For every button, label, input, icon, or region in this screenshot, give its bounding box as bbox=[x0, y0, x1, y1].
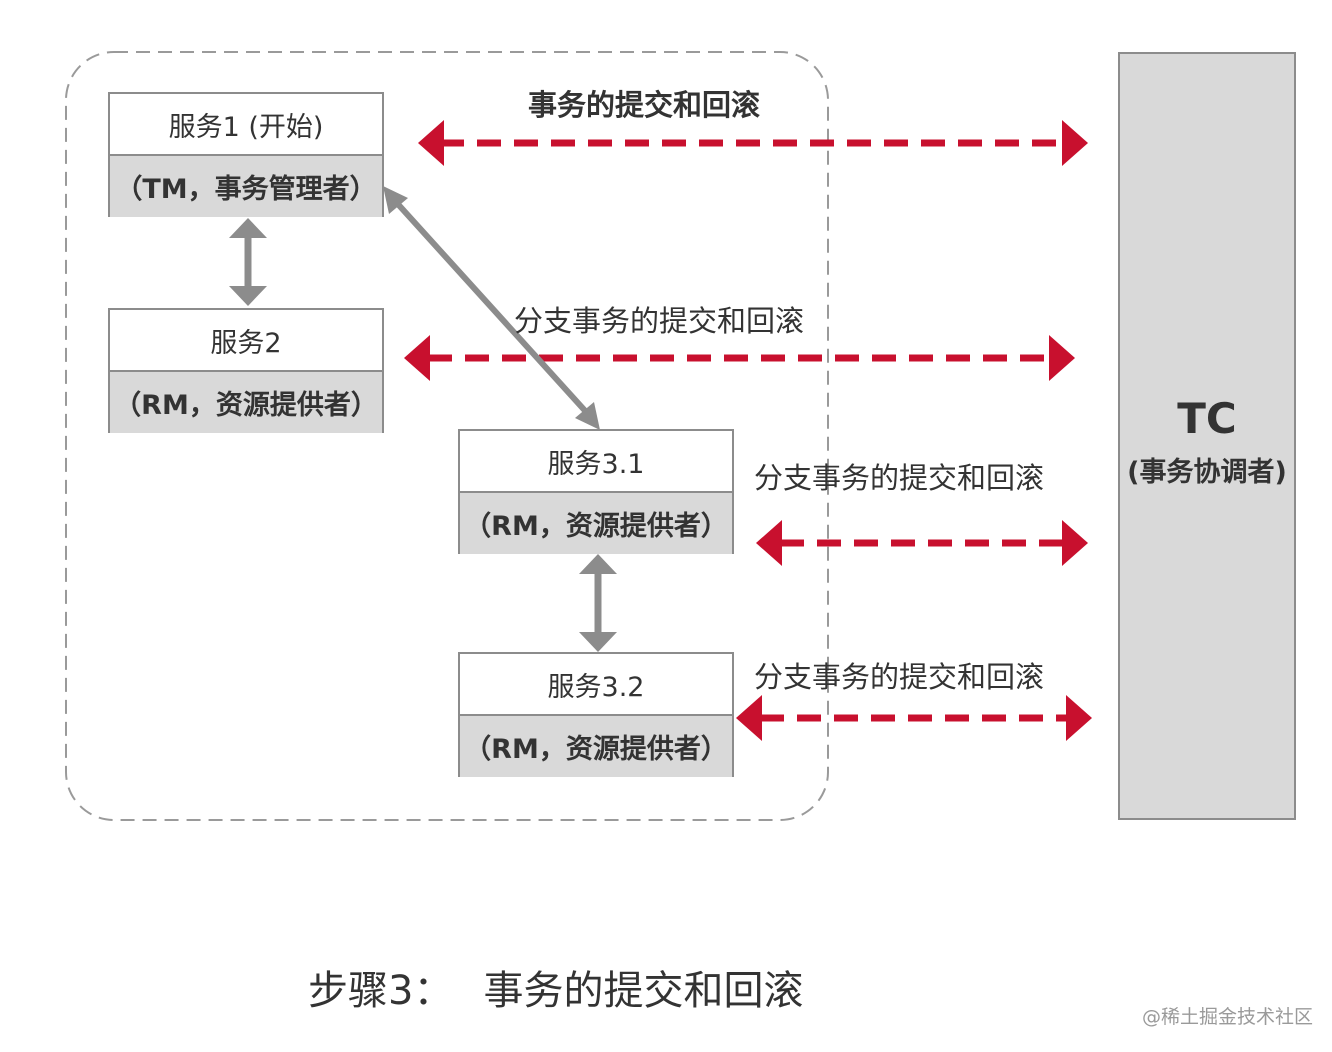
service31-service32-arrow bbox=[579, 554, 617, 652]
step-caption-step: 步骤3： bbox=[308, 968, 454, 1014]
tc-subtitle: (事务协调者) bbox=[1127, 457, 1287, 488]
tc-title: TC bbox=[1177, 394, 1237, 443]
watermark: @稀土掘金技术社区 bbox=[1142, 1006, 1314, 1028]
global-commit-label: 事务的提交和回滚 bbox=[528, 88, 761, 122]
service2-role: （RM，资源提供者） bbox=[110, 372, 382, 433]
service31-title: 服务3.1 bbox=[460, 431, 732, 493]
gray-arrows bbox=[229, 186, 617, 652]
service32-title: 服务3.2 bbox=[460, 654, 732, 716]
tc-box: TC (事务协调者) bbox=[1118, 52, 1296, 820]
global-commit-arrow bbox=[418, 120, 1088, 166]
branch-commit-arrow-service31 bbox=[756, 520, 1088, 566]
service32-box: 服务3.2 （RM，资源提供者） bbox=[458, 652, 734, 777]
branch-commit-arrow-service2 bbox=[404, 335, 1075, 381]
service1-box: 服务1 (开始) （TM，事务管理者） bbox=[108, 92, 384, 217]
service2-title: 服务2 bbox=[110, 310, 382, 372]
service1-service2-arrow bbox=[229, 218, 267, 306]
step-caption-text: 事务的提交和回滚 bbox=[483, 968, 804, 1014]
step-caption: 步骤3： 事务的提交和回滚 bbox=[308, 958, 803, 1016]
service1-role: （TM，事务管理者） bbox=[110, 156, 382, 217]
service2-box: 服务2 （RM，资源提供者） bbox=[108, 308, 384, 433]
red-arrows bbox=[404, 120, 1092, 741]
service32-role: （RM，资源提供者） bbox=[460, 716, 732, 777]
branch-commit-label-2: 分支事务的提交和回滚 bbox=[754, 461, 1045, 495]
service1-service31-arrow bbox=[383, 186, 600, 430]
branch-commit-label-3: 分支事务的提交和回滚 bbox=[754, 660, 1045, 694]
branch-commit-label-1: 分支事务的提交和回滚 bbox=[514, 304, 805, 338]
service31-role: （RM，资源提供者） bbox=[460, 493, 732, 554]
transaction-group-boundary bbox=[65, 51, 829, 821]
branch-commit-arrow-service32 bbox=[736, 695, 1092, 741]
service1-title: 服务1 (开始) bbox=[110, 94, 382, 156]
service31-box: 服务3.1 （RM，资源提供者） bbox=[458, 429, 734, 554]
